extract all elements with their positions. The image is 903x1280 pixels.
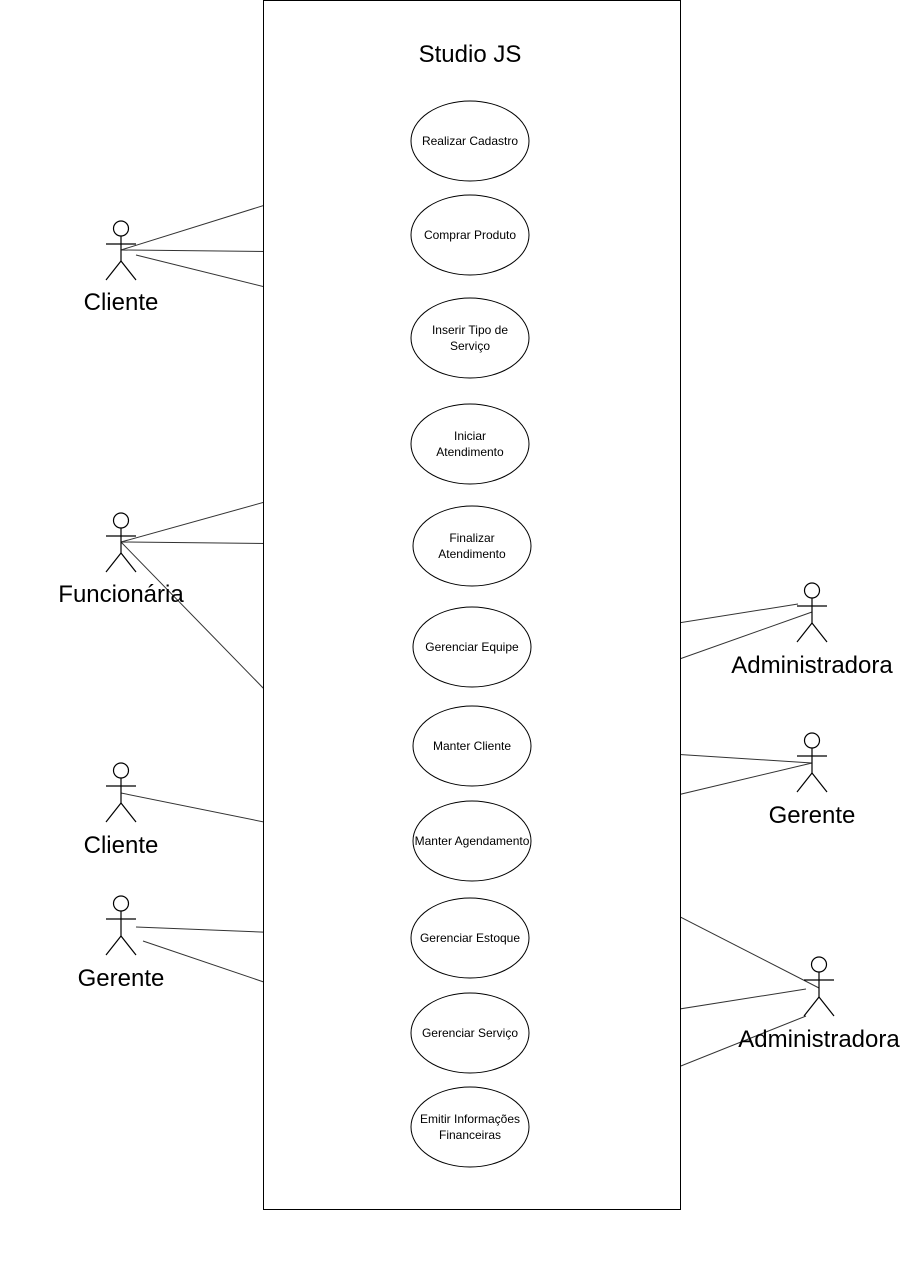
use-case-ellipse — [410, 897, 530, 979]
use-case-label: Emitir Informações — [420, 1112, 520, 1126]
use-case-label: Realizar Cadastro — [422, 134, 518, 148]
use-case-ellipse — [412, 606, 532, 688]
actor-stick-figure-icon — [105, 762, 137, 823]
actor-cliente-1[interactable]: Cliente — [84, 220, 159, 316]
use-case-ellipse — [410, 194, 530, 276]
actor-funcionaria[interactable]: Funcionária — [58, 512, 184, 608]
use-case-inserir-tipo-servico[interactable]: Inserir Tipo de Serviço — [410, 297, 530, 379]
use-case-gerenciar-estoque[interactable]: Gerenciar Estoque — [410, 897, 530, 979]
actor-label: Funcionária — [58, 581, 184, 608]
use-case-label: Financeiras — [439, 1128, 501, 1142]
use-case-manter-agendamento[interactable]: Manter Agendamento — [412, 800, 532, 882]
use-case-label: Atendimento — [436, 445, 504, 459]
actor-stick-figure-icon — [105, 220, 137, 281]
actor-cliente-2[interactable]: Cliente — [84, 762, 159, 859]
actor-stick-figure-icon — [803, 956, 835, 1017]
use-case-ellipse — [410, 297, 530, 379]
use-case-comprar-produto[interactable]: Comprar Produto — [410, 194, 530, 276]
use-case-label: Serviço — [450, 339, 490, 353]
use-case-gerenciar-equipe[interactable]: Gerenciar Equipe — [412, 606, 532, 688]
actor-label: Gerente — [769, 802, 856, 829]
actor-label: Cliente — [84, 832, 159, 859]
use-case-label: Gerenciar Equipe — [425, 640, 519, 654]
actor-stick-figure-icon — [105, 512, 137, 573]
actor-gerente-2[interactable]: Gerente — [769, 732, 856, 829]
actor-label: Cliente — [84, 289, 159, 316]
use-case-ellipse — [412, 800, 532, 882]
use-case-label: Atendimento — [438, 547, 506, 561]
use-case-label: Inserir Tipo de — [432, 323, 508, 337]
actors: ClienteFuncionáriaClienteGerenteAdminist… — [58, 220, 900, 1053]
use-case-label: Gerenciar Estoque — [420, 931, 520, 945]
use-case-ellipse — [410, 100, 530, 182]
use-case-ellipse — [410, 992, 530, 1074]
actor-label: Administradora — [738, 1026, 900, 1053]
system-title: Studio JS — [419, 41, 522, 68]
use-case-label: Comprar Produto — [424, 228, 516, 242]
use-case-realizar-cadastro[interactable]: Realizar Cadastro — [410, 100, 530, 182]
use-case-label: Gerenciar Serviço — [422, 1026, 518, 1040]
actor-administradora-1[interactable]: Administradora — [731, 582, 893, 679]
use-case-gerenciar-servico[interactable]: Gerenciar Serviço — [410, 992, 530, 1074]
use-case-label: Iniciar — [454, 429, 486, 443]
actor-stick-figure-icon — [796, 732, 828, 793]
use-case-manter-cliente[interactable]: Manter Cliente — [412, 705, 532, 787]
actor-administradora-2[interactable]: Administradora — [738, 956, 900, 1053]
use-case-ellipse — [412, 705, 532, 787]
use-case-label: Manter Agendamento — [415, 834, 530, 848]
actor-stick-figure-icon — [796, 582, 828, 643]
actor-label: Administradora — [731, 652, 893, 679]
use-case-label: Finalizar — [449, 531, 494, 545]
actor-stick-figure-icon — [105, 895, 137, 956]
actor-gerente-1[interactable]: Gerente — [78, 895, 165, 992]
use-case-ellipse — [410, 403, 530, 485]
use-case-ellipse — [412, 505, 532, 587]
actor-label: Gerente — [78, 965, 165, 992]
use-case-ellipse — [410, 1086, 530, 1168]
use-case-label: Manter Cliente — [433, 739, 511, 753]
